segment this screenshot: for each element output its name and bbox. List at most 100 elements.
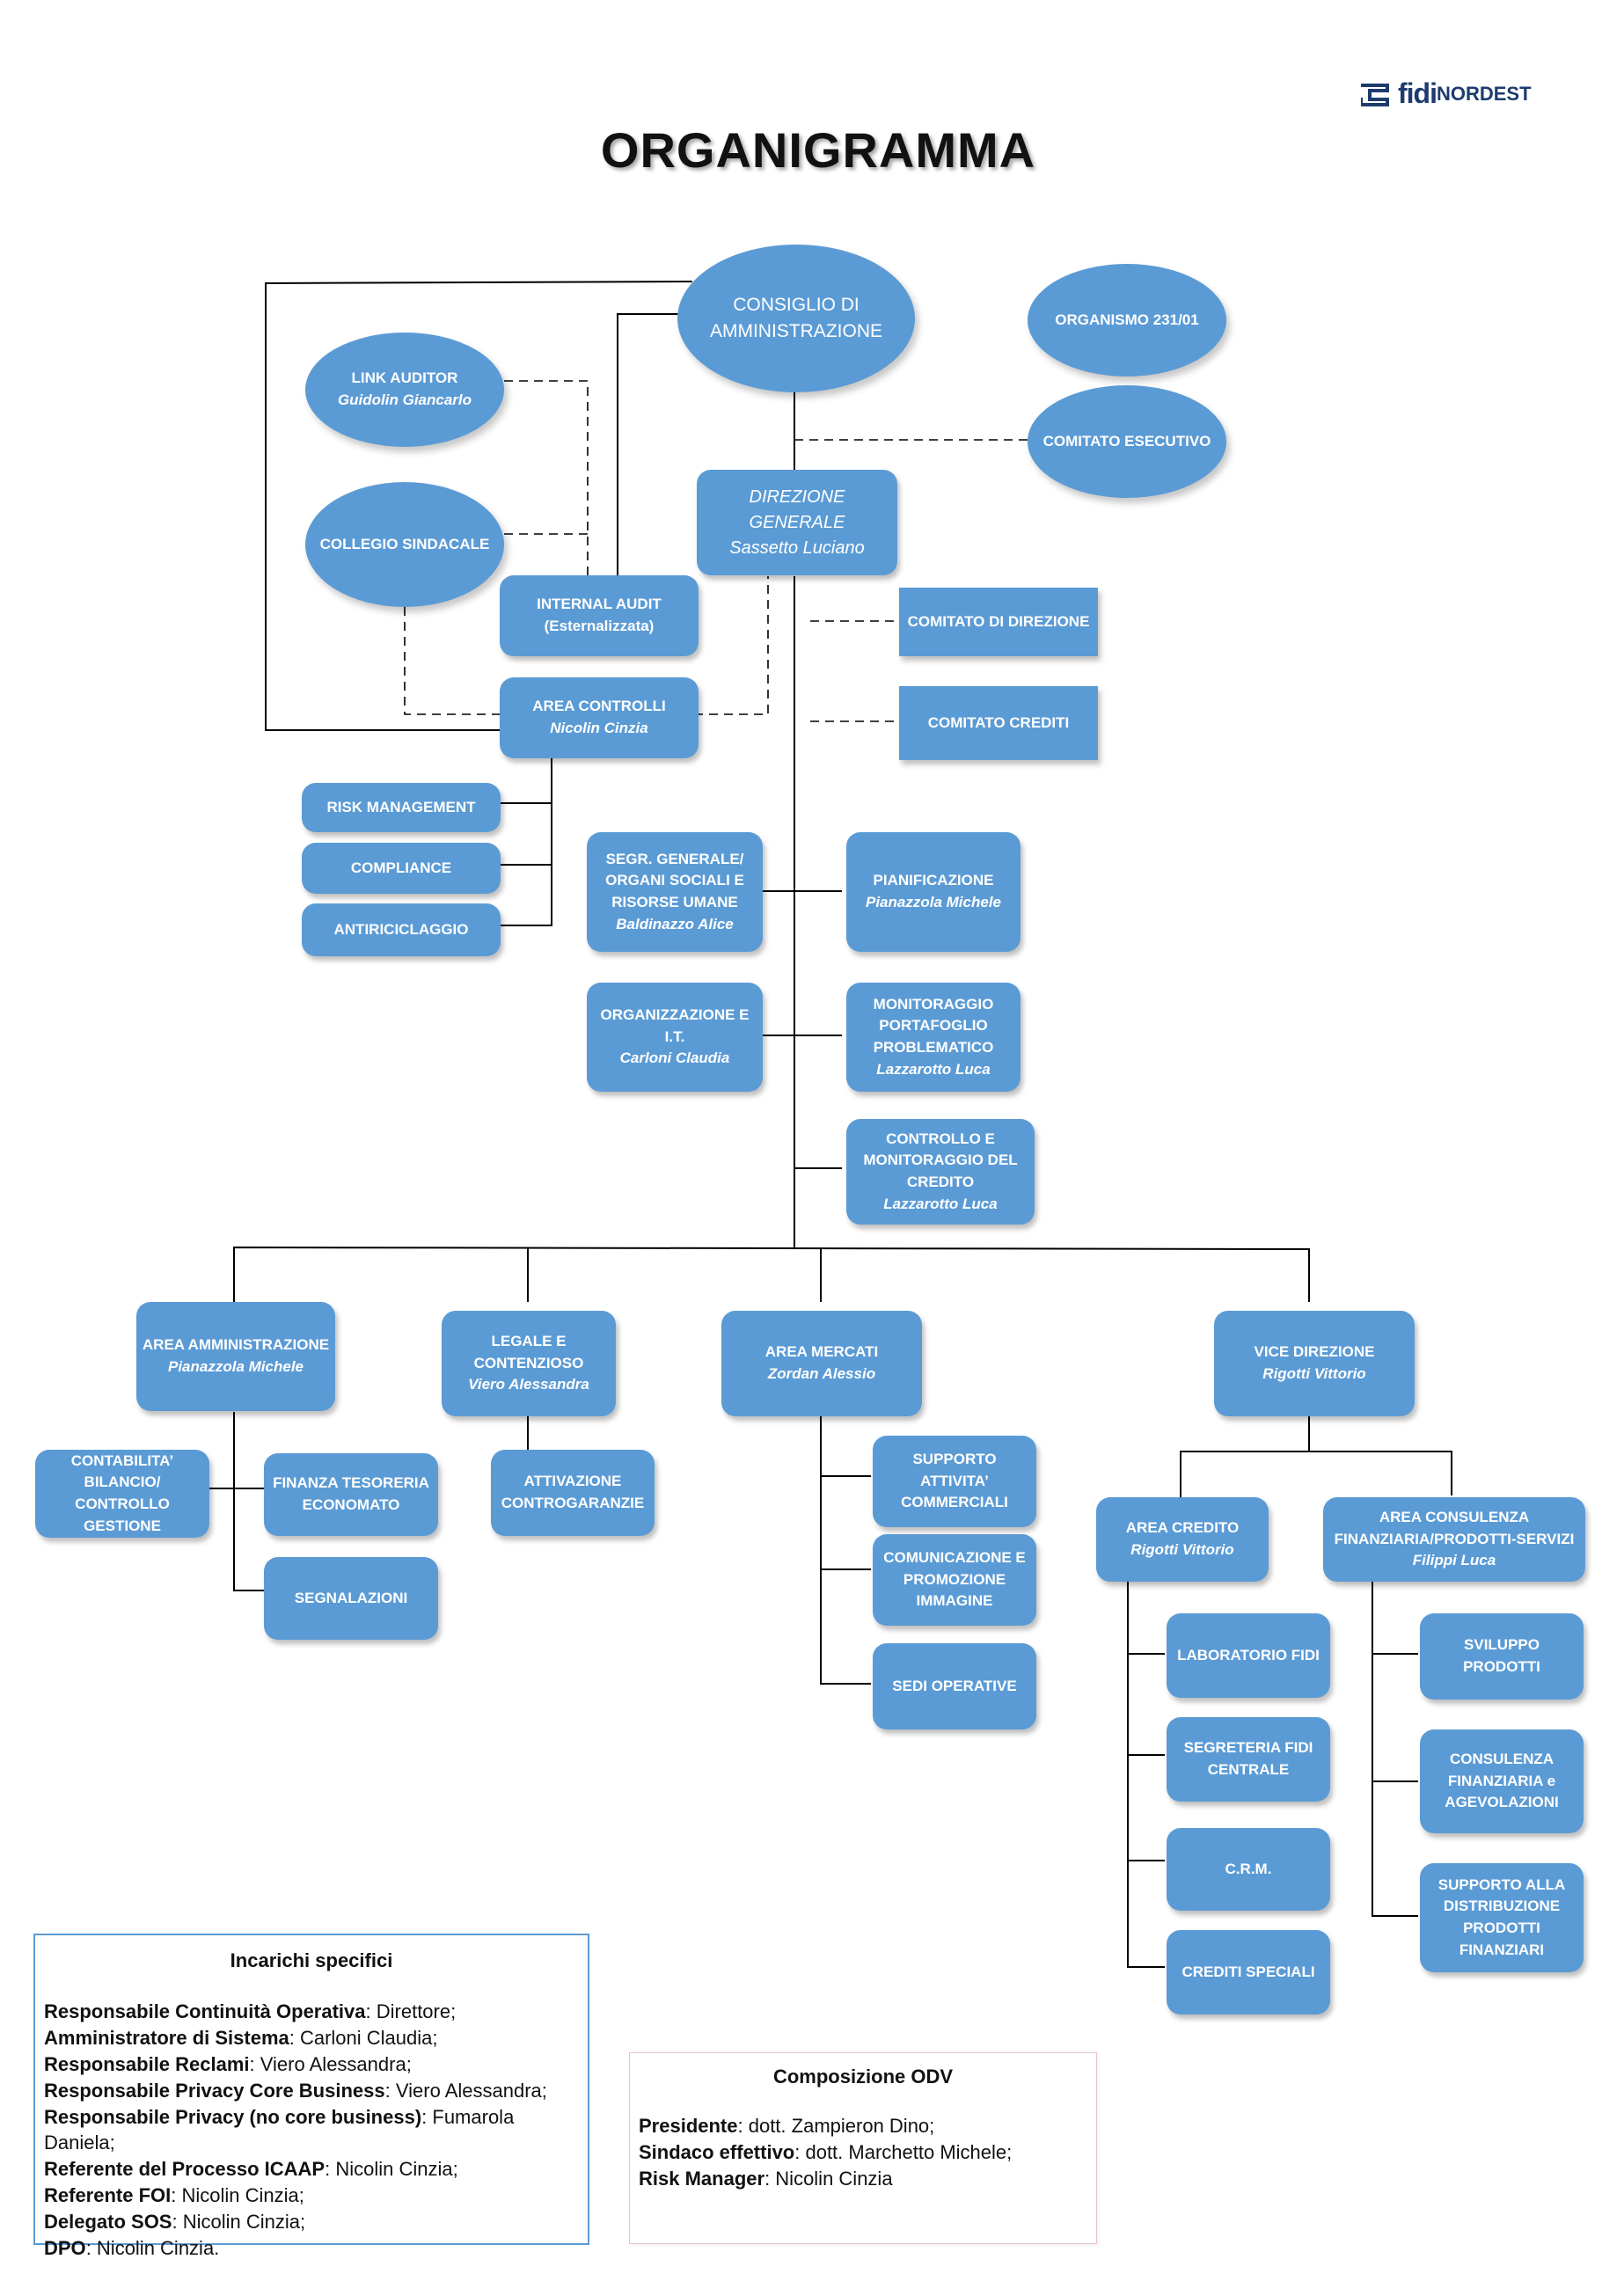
incarichi-role: Amministratore di Sistema [44,2026,289,2049]
incarichi-value: : Nicolin Cinzia; [325,2158,458,2181]
odv-row: Risk Manager: Nicolin Cinzia [639,2166,1087,2192]
company-logo: fidi NORDEST [1359,77,1532,110]
odv-value: : dott. Marchetto Michele; [794,2140,1013,2163]
node-area-controlli: AREA CONTROLLI Nicolin Cinzia [500,677,699,758]
node-title: AREA MERCATI [764,1343,879,1361]
node-compliance: COMPLIANCE [302,843,501,894]
incarichi-value: : Fumarola Daniela; [44,2105,515,2154]
node-title: LINK AUDITOR [351,369,458,387]
odv-row: Sindaco effettivo: dott. Marchetto Miche… [639,2139,1087,2166]
node-monitoraggio-portafoglio: MONITORAGGIO PORTAFOGLIO PROBLEMATICO La… [846,983,1020,1092]
node-supporto-commerciali: SUPPORTO ATTIVITA’ COMMERCIALI [873,1436,1036,1527]
node-note: (Esternalizzata) [544,618,655,634]
node-person: Rigotti Vittorio [1130,1541,1234,1558]
incarichi-value: : Viero Alessandra; [249,2052,412,2075]
node-person: Viero Alessandra [468,1376,589,1393]
odv-value: : dott. Zampieron Dino; [737,2114,935,2137]
node-title: LABORATORIO FIDI [1177,1646,1320,1664]
incarichi-role: Referente del Processo ICAAP [44,2158,326,2181]
node-comitato-direzione: COMITATO DI DIREZIONE [899,588,1098,656]
node-title: CONSULENZA FINANZIARIA e AGEVOLAZIONI [1445,1751,1559,1811]
incarichi-row: Responsabile Privacy Core Business: Vier… [44,2078,579,2104]
incarichi-value: : Viero Alessandra; [384,2079,547,2102]
odv-role: Sindaco effettivo [639,2140,795,2163]
odv-role: Presidente [639,2114,738,2137]
node-segreteria-fidi: SEGRETERIA FIDI CENTRALE [1167,1717,1330,1802]
node-person: Baldinazzo Alice [616,915,734,932]
node-title: SEGR. GENERALE/ ORGANI SOCIALI E RISORSE… [605,850,744,910]
node-contabilita: CONTABILITA’ BILANCIO/ CONTROLLO GESTION… [35,1450,209,1538]
node-controllo-credito: CONTROLLO E MONITORAGGIO DEL CREDITO Laz… [846,1119,1035,1225]
node-title: RISK MANAGEMENT [326,798,476,815]
node-title: SEGRETERIA FIDI CENTRALE [1183,1739,1313,1778]
incarichi-row: Referente del Processo ICAAP: Nicolin Ci… [44,2156,579,2183]
incarichi-value: : Direttore; [365,2000,457,2022]
node-title: DIREZIONE GENERALE [749,486,845,532]
incarichi-row: Responsabile Reclami: Viero Alessandra; [44,2051,579,2078]
incarichi-role: Responsabile Privacy (no core business) [44,2105,422,2128]
incarichi-role: Responsabile Privacy Core Business [44,2079,385,2102]
node-link-auditor: LINK AUDITOR Guidolin Giancarlo [305,333,504,447]
logo-mark-icon [1361,83,1389,106]
node-person: Guidolin Giancarlo [337,391,472,408]
node-title: LEGALE E CONTENZIOSO [473,1333,584,1371]
node-comitato-esecutivo: COMITATO ESECUTIVO [1028,385,1226,498]
node-area-consulenza: AREA CONSULENZA FINANZIARIA/PRODOTTI-SER… [1323,1497,1585,1582]
node-title: COMITATO CREDITI [927,713,1070,731]
node-comunicazione-promozione: COMUNICAZIONE E PROMOZIONE IMMAGINE [873,1534,1036,1626]
node-title: FINANZA TESORERIA ECONOMATO [273,1474,429,1513]
incarichi-role: DPO [44,2237,86,2260]
node-person: Rigotti Vittorio [1262,1365,1366,1382]
node-title: PIANIFICAZIONE [873,872,994,889]
node-pianificazione: PIANIFICAZIONE Pianazzola Michele [846,832,1020,952]
node-legale-contenzioso: LEGALE E CONTENZIOSO Viero Alessandra [442,1311,616,1416]
odv-row: Presidente: dott. Zampieron Dino; [639,2113,1087,2139]
odv-value: : Nicolin Cinzia [764,2167,893,2190]
node-comitato-crediti: COMITATO CREDITI [899,686,1098,760]
node-title: COLLEGIO SINDACALE [319,535,490,552]
node-title: AREA CREDITO [1125,1519,1240,1537]
incarichi-title: Incarichi specifici [230,1949,393,1971]
node-area-amministrazione: AREA AMMINISTRAZIONE Pianazzola Michele [136,1302,335,1411]
node-laboratorio-fidi: LABORATORIO FIDI [1167,1613,1330,1698]
page-title: ORGANIGRAMMA [600,122,1036,178]
node-risk-management: RISK MANAGEMENT [302,783,501,832]
node-title: ATTIVAZIONE CONTROGARANZIE [501,1473,645,1511]
logo-text-bold: NORDEST [1436,82,1532,105]
node-crm: C.R.M. [1167,1828,1330,1911]
incarichi-value: : Nicolin Cinzia. [85,2237,220,2260]
node-consulenza-finanziaria: CONSULENZA FINANZIARIA e AGEVOLAZIONI [1420,1729,1584,1833]
node-area-mercati: AREA MERCATI Zordan Alessio [721,1311,922,1416]
node-title: CONTABILITA’ BILANCIO/ CONTROLLO GESTION… [70,1451,174,1534]
node-sviluppo-prodotti: SVILUPPO PRODOTTI [1420,1613,1584,1700]
incarichi-list: Responsabile Continuità Operativa: Diret… [44,1999,579,2262]
node-title: CREDITI SPECIALI [1181,1963,1315,1980]
node-person: Zordan Alessio [767,1365,876,1382]
node-title: VICE DIREZIONE [1254,1343,1375,1361]
incarichi-row: Delegato SOS: Nicolin Cinzia; [44,2209,579,2235]
node-person: Sassetto Luciano [729,537,865,558]
node-attivazione-controgaranzie: ATTIVAZIONE CONTROGARANZIE [491,1450,655,1536]
incarichi-specifici-box: Incarichi specifici Responsabile Continu… [33,1934,589,2259]
incarichi-value: : Nicolin Cinzia; [171,2184,304,2207]
node-title: SVILUPPO PRODOTTI [1463,1636,1540,1675]
node-person: Lazzarotto Luca [883,1195,998,1212]
incarichi-row: Responsabile Privacy (no core business):… [44,2104,579,2157]
node-title: COMITATO ESECUTIVO [1042,432,1211,450]
incarichi-role: Referente FOI [44,2184,172,2207]
composizione-odv-box: Composizione ODV Presidente: dott. Zampi… [629,2052,1097,2244]
node-title: CONTROLLO E MONITORAGGIO DEL CREDITO [863,1130,1018,1190]
node-title: ORGANIZZAZIONE E I.T. [600,1006,750,1045]
logo-text-light: fidi [1398,77,1437,109]
node-finanza-tesoreria: FINANZA TESORERIA ECONOMATO [264,1453,438,1536]
incarichi-role: Responsabile Reclami [44,2052,250,2075]
odv-role: Risk Manager [639,2167,765,2190]
incarichi-value: : Carloni Claudia; [289,2026,438,2049]
node-title: ORGANISMO 231/01 [1055,311,1199,328]
node-organizzazione-it: ORGANIZZAZIONE E I.T. Carloni Claudia [587,983,763,1092]
node-title: CONSIGLIO DI AMMINISTRAZIONE [709,294,882,341]
incarichi-role: Delegato SOS [44,2211,172,2234]
node-title: SUPPORTO ATTIVITA’ COMMERCIALI [901,1451,1008,1511]
incarichi-row: Amministratore di Sistema: Carloni Claud… [44,2025,579,2051]
odv-title: Composizione ODV [772,2066,954,2088]
